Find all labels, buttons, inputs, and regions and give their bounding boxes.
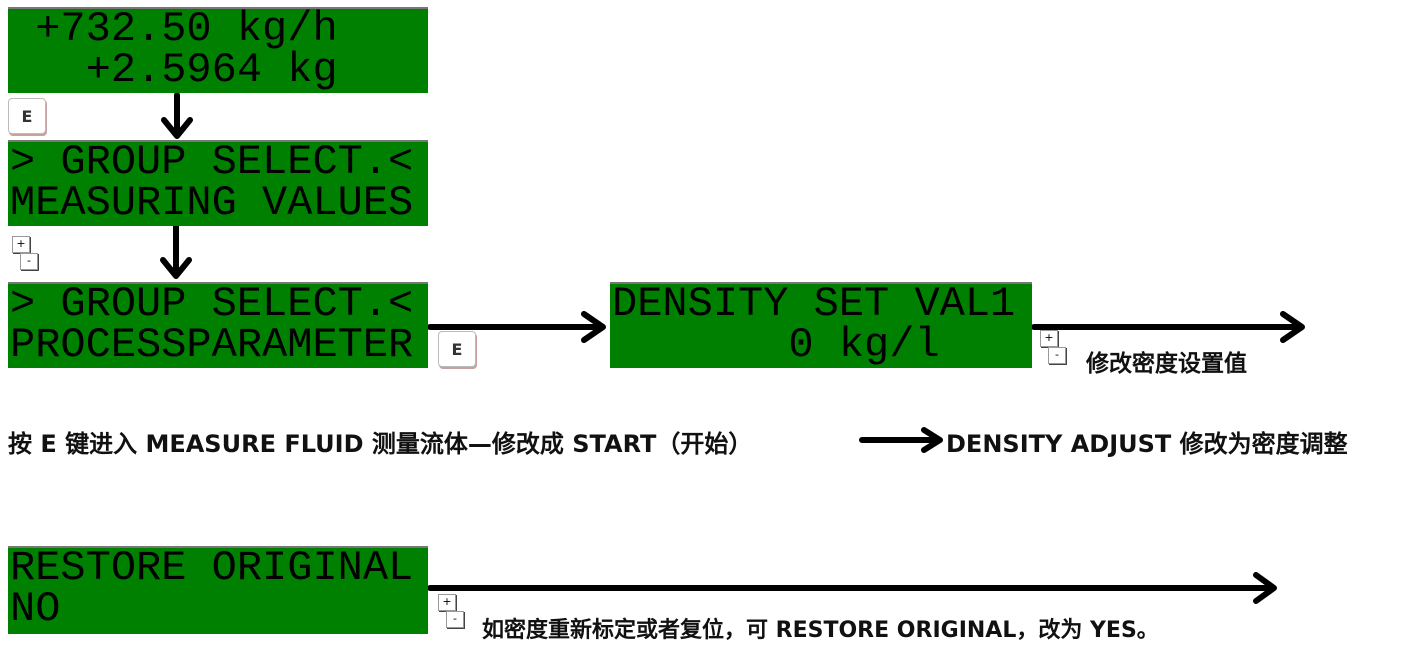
minus-key: - (446, 611, 464, 628)
lcd-line-1: > GROUP SELECT.< (10, 138, 414, 186)
arrow-right-4 (427, 572, 1277, 604)
arrow-down-1 (161, 92, 193, 139)
lcd-line-2: PROCESSPARAMETER (10, 321, 414, 369)
density-note: 修改密度设置值 (1086, 351, 1247, 377)
restore-note: 如密度重新标定或者复位，可 RESTORE ORIGINAL，改为 YES。 (482, 618, 1159, 643)
lcd-line-1: +732.50 kg/h (10, 5, 338, 53)
plus-key: + (438, 594, 456, 611)
lcd-line-2: 0 kg/l (612, 321, 940, 369)
lcd-display-group-measuring: > GROUP SELECT.<MEASURING VALUES (8, 140, 428, 226)
minus-key: - (1048, 347, 1066, 364)
plus-minus-key-icon: + - (12, 236, 40, 270)
arrow-right-2 (1031, 311, 1305, 343)
lcd-line-1: DENSITY SET VAL1 (612, 280, 1016, 328)
lcd-line-2: NO (10, 585, 61, 633)
plus-minus-key-icon: + - (438, 594, 466, 628)
plus-key: + (1040, 330, 1058, 347)
arrow-right-3 (859, 427, 943, 453)
arrow-down-2 (160, 217, 192, 279)
lcd-display-group-process: > GROUP SELECT.<PROCESSPARAMETER (8, 282, 428, 368)
e-key-icon: E (438, 331, 476, 367)
lcd-line-1: > GROUP SELECT.< (10, 280, 414, 328)
lcd-line-1: RESTORE ORIGINAL (10, 544, 414, 592)
lcd-display-flow: +732.50 kg/h +2.5964 kg (8, 7, 428, 93)
arrow-right-1 (427, 311, 606, 343)
minus-key: - (20, 253, 38, 270)
plus-key: + (12, 236, 30, 253)
plus-minus-key-icon: + - (1040, 330, 1068, 364)
lcd-line-2: +2.5964 kg (10, 46, 338, 94)
e-key-icon: E (8, 98, 46, 134)
instruction-part2: DENSITY ADJUST 修改为密度调整 (946, 430, 1348, 458)
lcd-display-density-set: DENSITY SET VAL1 0 kg/l (610, 282, 1032, 368)
lcd-line-2: MEASURING VALUES (10, 179, 414, 227)
instruction-part1: 按 E 键进入 MEASURE FLUID 测量流体—修改成 START（开始） (8, 430, 753, 458)
